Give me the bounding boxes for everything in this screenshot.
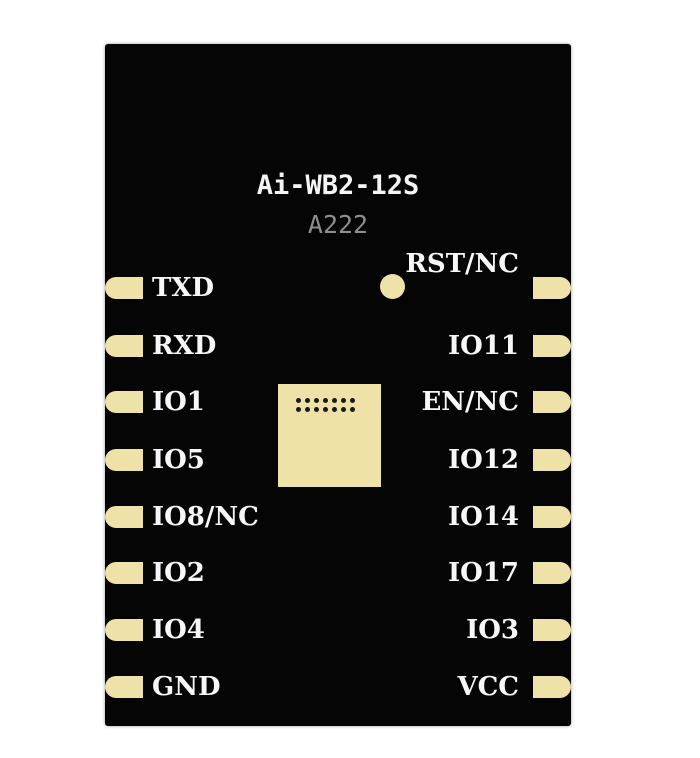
pin-label-left: GND: [152, 672, 221, 702]
thermal-via: [323, 398, 328, 403]
thermal-via: [341, 398, 346, 403]
pin-label-right: EN/NC: [421, 387, 519, 417]
thermal-via: [332, 398, 337, 403]
pad-right-2: [533, 335, 571, 357]
pin-label-left: RXD: [152, 331, 217, 361]
pad-right-6: [533, 562, 571, 584]
thermal-via: [314, 398, 319, 403]
pin-label-left: IO2: [152, 558, 205, 588]
thermal-via: [305, 407, 310, 412]
pin-label-right: IO3: [466, 615, 519, 645]
pin-label-left: TXD: [152, 273, 215, 303]
center-ground-pad: [278, 384, 381, 487]
pin-label-right: IO12: [448, 445, 519, 475]
pin-label-left: IO4: [152, 615, 205, 645]
thermal-via: [323, 407, 328, 412]
pad-right-1: [533, 277, 571, 299]
pad-right-8: [533, 676, 571, 698]
pin-label-right: VCC: [457, 672, 519, 702]
pad-right-3: [533, 391, 571, 413]
thermal-via: [350, 398, 355, 403]
pin-label-right: RST/NC: [405, 249, 519, 279]
pad-right-4: [533, 449, 571, 471]
pin-label-right: IO14: [448, 502, 519, 532]
pin-label-left: IO8/NC: [152, 502, 259, 532]
pad-left-8: [105, 676, 143, 698]
pin-label-left: IO5: [152, 445, 205, 475]
pin-label-left: IO1: [152, 387, 205, 417]
pin-label-right: IO17: [448, 558, 519, 588]
pad-left-6: [105, 562, 143, 584]
thermal-via: [341, 407, 346, 412]
module-model-label: Ai-WB2-12S: [256, 170, 420, 201]
thermal-via: [305, 398, 310, 403]
thermal-via: [296, 407, 301, 412]
module-code-label: A222: [307, 210, 369, 239]
pad-left-2: [105, 335, 143, 357]
pad-left-7: [105, 619, 143, 641]
pad-right-5: [533, 506, 571, 528]
pad-left-1: [105, 277, 143, 299]
pad-right-7: [533, 619, 571, 641]
pad-left-4: [105, 449, 143, 471]
pin1-marker-dot: [380, 274, 405, 299]
pad-left-3: [105, 391, 143, 413]
thermal-via: [350, 407, 355, 412]
pin-label-right: IO11: [448, 331, 519, 361]
thermal-via: [296, 398, 301, 403]
thermal-via: [314, 407, 319, 412]
thermal-via: [332, 407, 337, 412]
pad-left-5: [105, 506, 143, 528]
